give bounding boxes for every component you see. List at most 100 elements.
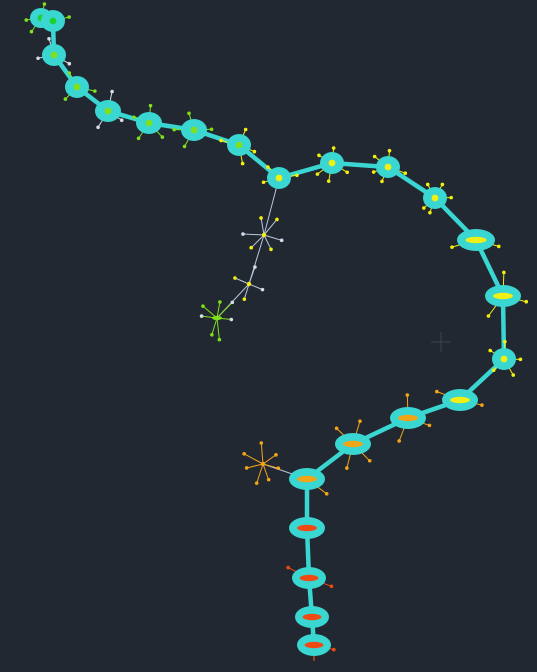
- star-hub: [261, 232, 267, 238]
- star-tip: [242, 297, 247, 301]
- star-tip: [269, 247, 273, 252]
- node-spur-tip: [480, 403, 484, 407]
- node-spur-tip: [518, 357, 523, 362]
- node-spur-tip: [266, 165, 270, 169]
- branch-star: [241, 216, 284, 252]
- node-spur-tip: [63, 97, 68, 101]
- node-spur-tip: [317, 153, 321, 158]
- node-spur-tip: [96, 125, 100, 130]
- node-spur-tip: [93, 89, 97, 93]
- star-tip: [229, 317, 234, 322]
- node-core: [302, 613, 322, 621]
- star-tip: [233, 276, 237, 280]
- star-ray: [242, 233, 265, 236]
- graph-node: [315, 146, 349, 183]
- node-spur-tip: [295, 173, 299, 178]
- node-spur-tip: [403, 171, 408, 175]
- node-core: [297, 475, 317, 483]
- node-core: [431, 194, 439, 202]
- star-tip: [242, 451, 246, 456]
- node-spur-tip: [36, 56, 40, 61]
- node-spur-tip: [136, 136, 141, 141]
- node-core: [450, 396, 470, 404]
- star-ray: [243, 453, 264, 465]
- graph-node: [297, 634, 336, 656]
- node-core: [299, 574, 319, 582]
- star-ray: [256, 463, 264, 484]
- branch-star: [233, 265, 265, 301]
- node-core: [275, 174, 283, 182]
- node-spur-tip: [524, 299, 529, 304]
- node-spur-tip: [331, 146, 336, 150]
- node-core: [190, 126, 198, 134]
- star-tip: [201, 304, 205, 308]
- node-spur-tip: [345, 170, 349, 175]
- node-spur-tip: [261, 180, 266, 185]
- node-spur-tip: [367, 459, 372, 463]
- node-spur-tip: [315, 172, 320, 176]
- node-spur-tip: [334, 426, 339, 431]
- graph-node: [41, 10, 71, 32]
- node-spur-tip: [486, 314, 491, 318]
- node-spur-tip: [42, 2, 47, 6]
- star-ray: [260, 442, 264, 465]
- star-ray: [246, 463, 264, 469]
- node-core: [145, 119, 153, 127]
- node-core: [104, 107, 112, 115]
- star-ray: [250, 234, 265, 249]
- star-tip: [254, 481, 259, 485]
- node-core: [493, 292, 513, 300]
- node-spur-tip: [503, 339, 507, 344]
- node-spur-tip: [67, 15, 71, 19]
- node-core: [343, 440, 363, 448]
- star-tip: [260, 287, 265, 292]
- node-core: [50, 51, 58, 59]
- star-ray: [248, 283, 263, 291]
- star-tip: [218, 300, 222, 304]
- star-ray: [216, 302, 233, 319]
- node-spur-tip: [219, 138, 223, 143]
- node-spur-tip: [324, 492, 329, 496]
- node-spur-tip: [427, 423, 432, 428]
- star-hub: [260, 461, 266, 467]
- node-spur-tip: [209, 127, 214, 132]
- node-core: [304, 641, 324, 649]
- node-core: [500, 355, 508, 363]
- node-spur-tip: [187, 111, 191, 116]
- node-spur-tip: [372, 154, 377, 159]
- node-spur-tip: [132, 115, 136, 120]
- node-layer: [24, 2, 529, 661]
- node-spur-tip: [387, 148, 392, 153]
- star-tip: [276, 466, 281, 470]
- branch-star: [199, 300, 235, 342]
- star-ray: [234, 277, 250, 285]
- graph-node: [390, 393, 432, 443]
- node-spur-tip: [358, 419, 362, 424]
- star-ray: [262, 454, 277, 465]
- node-core: [398, 414, 418, 422]
- star-tip: [253, 265, 257, 269]
- star-tip: [266, 477, 271, 482]
- node-spur-tip: [172, 127, 176, 132]
- node-spur-tip: [329, 584, 334, 589]
- star-tip: [199, 314, 204, 318]
- crosshair-marker: [431, 332, 451, 352]
- graph-node: [435, 389, 484, 411]
- star-tip: [230, 300, 235, 305]
- star-ray: [262, 463, 279, 469]
- graph-node: [295, 606, 329, 628]
- node-core: [465, 236, 487, 244]
- graph-node: [36, 36, 72, 66]
- node-spur-tip: [380, 179, 384, 184]
- node-spur-tip: [286, 565, 290, 570]
- node-spur-tip: [29, 29, 34, 34]
- star-tip: [259, 441, 264, 445]
- graph-node: [286, 565, 334, 589]
- star-ray: [263, 234, 282, 241]
- graph-node: [95, 89, 124, 130]
- star-ray: [202, 305, 218, 319]
- node-core: [328, 159, 336, 167]
- node-spur-tip: [405, 393, 410, 397]
- node-spur-tip: [47, 36, 51, 41]
